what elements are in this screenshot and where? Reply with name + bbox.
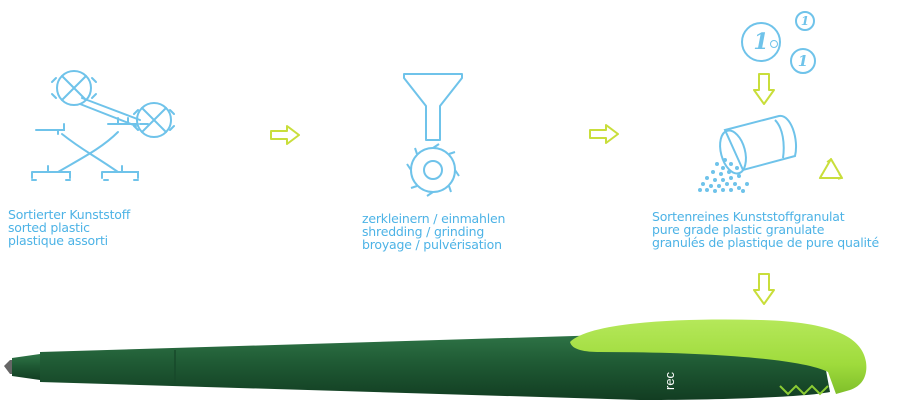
caption-line-de: zerkleinern / einmahlen bbox=[362, 211, 506, 226]
caption-line-fr: plastique assorti bbox=[8, 233, 108, 248]
step-caption-sorted-plastic: Sortierter Kunststoff sorted plastic pla… bbox=[8, 208, 130, 247]
caption-line-de: Sortenreines Kunststoffgranulat bbox=[652, 209, 845, 224]
step-caption-granulate: Sortenreines Kunststoffgranulat pure gra… bbox=[652, 210, 879, 249]
arrow-right-icon bbox=[589, 124, 619, 144]
caption-line-en: sorted plastic bbox=[8, 220, 90, 235]
coin-icon bbox=[770, 40, 778, 48]
caption-line-de: Sortierter Kunststoff bbox=[8, 207, 131, 222]
caption-line-fr: granulés de plastique de pure qualité bbox=[652, 235, 879, 250]
caption-line-en: shredding / grinding bbox=[362, 224, 485, 239]
coin-label: 1 bbox=[753, 29, 769, 55]
step-caption-shredding: zerkleinern / einmahlen shredding / grin… bbox=[362, 212, 505, 251]
arrow-down-icon bbox=[753, 73, 775, 105]
arrow-right-icon bbox=[270, 125, 300, 145]
coin-icon bbox=[795, 11, 815, 31]
granulate-jar-icon bbox=[698, 115, 797, 193]
caption-line-en: pure grade plastic granulate bbox=[652, 222, 825, 237]
coin-label: 1 bbox=[797, 52, 809, 70]
pen-brand-text: rec bbox=[662, 371, 677, 390]
caption-line-fr: broyage / pulvérisation bbox=[362, 237, 502, 252]
recycle-icon bbox=[818, 157, 844, 180]
coin-icon bbox=[741, 22, 781, 62]
coin-icon bbox=[790, 48, 816, 74]
arrow-down-icon bbox=[753, 273, 775, 305]
sorted-plastic-icon bbox=[31, 70, 175, 181]
shredder-funnel-icon bbox=[403, 73, 463, 197]
recycled-pen-image: rec bbox=[4, 319, 867, 400]
coin-label: 1 bbox=[800, 14, 810, 28]
